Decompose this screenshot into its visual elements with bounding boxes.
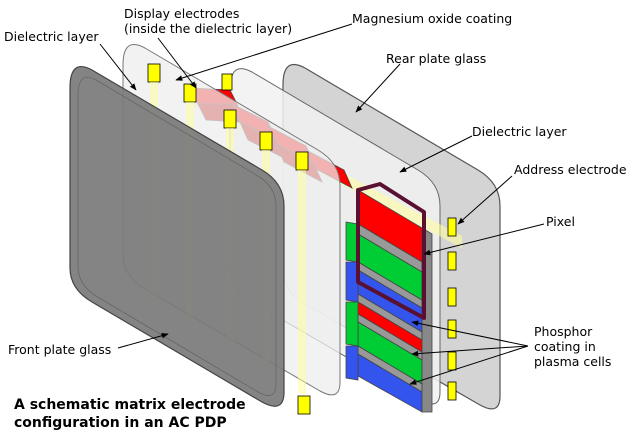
- label-display-electrodes-line1: Display electrodes: [124, 6, 240, 21]
- label-display-electrodes-line2: (inside the dielectric layer): [124, 21, 293, 36]
- caption-line1: A schematic matrix electrode: [14, 397, 246, 413]
- front-plate-glass: [69, 66, 285, 407]
- label-address-electrode: Address electrode: [514, 162, 627, 177]
- front-plate-inner-edge: [77, 76, 277, 396]
- pixel-outline: [356, 182, 426, 320]
- label-dielectric-layer-front: Dielectric layer: [4, 29, 99, 44]
- label-phosphor-line2: coating in: [534, 339, 596, 354]
- label-front-plate-glass: Front plate glass: [8, 342, 112, 357]
- label-phosphor-line3: plasma cells: [534, 354, 612, 369]
- diagram-caption: A schematic matrix electrode configurati…: [14, 396, 246, 432]
- caption-line2: configuration in an AC PDP: [14, 415, 227, 431]
- leader-lines: [99, 23, 545, 385]
- label-phosphor-line1: Phosphor: [534, 324, 593, 339]
- label-dielectric-layer-rear: Dielectric layer: [472, 124, 567, 139]
- label-rear-plate-glass: Rear plate glass: [386, 51, 487, 66]
- label-pixel: Pixel: [546, 214, 575, 229]
- label-magnesium-oxide: Magnesium oxide coating: [352, 11, 513, 26]
